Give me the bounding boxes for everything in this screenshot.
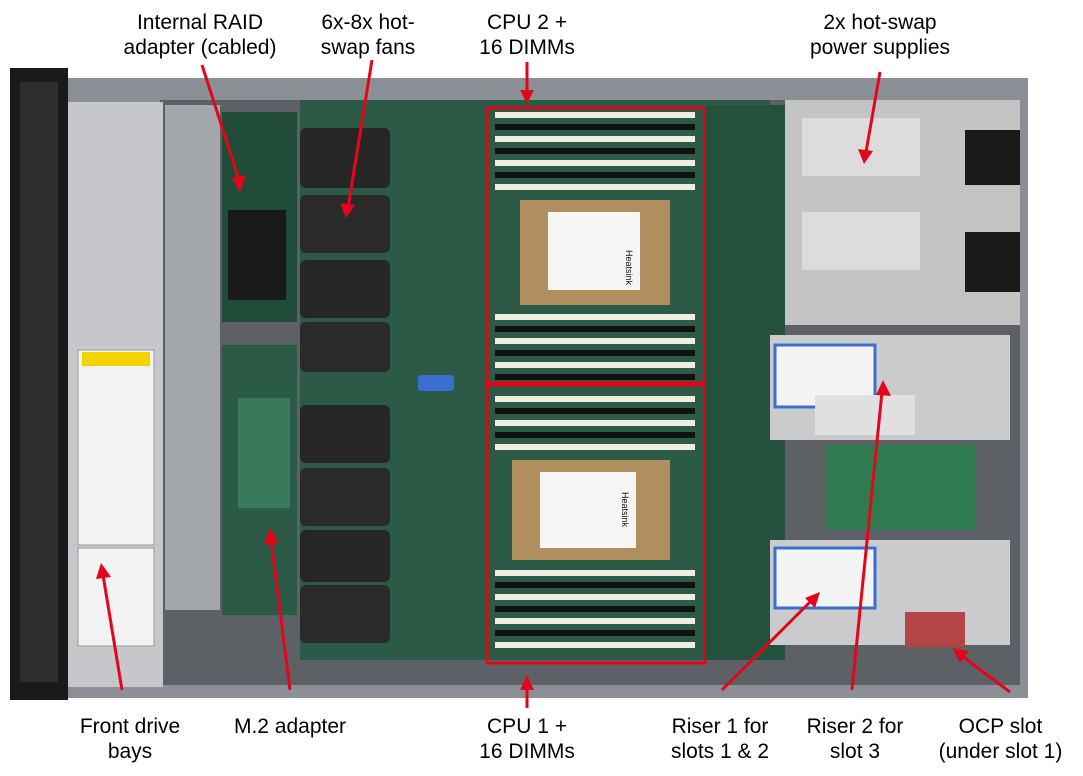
label-riser2: Riser 2 for slot 3 [785, 714, 925, 764]
label-riser1: Riser 1 for slots 1 & 2 [650, 714, 790, 764]
fan [300, 405, 390, 463]
riser-1-blue-tab [773, 546, 877, 610]
arrow-ocp [961, 654, 1011, 694]
cpu2-dimms-top [495, 112, 695, 190]
label-line: adapter (cabled) [123, 36, 277, 59]
arrowhead-drives [96, 563, 111, 579]
fan [300, 260, 390, 318]
cpu1-dimms-top [495, 396, 695, 450]
label-psu: 2x hot-swap power supplies [790, 10, 970, 60]
riser-2-heatsink [815, 395, 915, 435]
label-fans: 6x-8x hot- swap fans [298, 10, 438, 60]
psu-2 [802, 212, 920, 270]
label-line: M.2 adapter [233, 715, 347, 738]
label-line: swap fans [320, 36, 416, 59]
arrowhead-cpu2 [520, 90, 534, 104]
arrow-psu [864, 71, 882, 153]
psu-handle-1 [965, 130, 1020, 185]
cpu1-heatsink-text: Heatsink [620, 492, 630, 528]
drive-label-panel [77, 349, 155, 546]
front-bezel-vents [20, 82, 58, 682]
arrow-drives [101, 574, 124, 691]
cpu2-heatsink-label [548, 212, 640, 290]
label-line: 6x-8x hot- [321, 11, 415, 34]
label-cpu2: CPU 2 + 16 DIMMs [457, 10, 597, 60]
arrowhead-m2 [264, 528, 279, 544]
fan [300, 585, 390, 643]
ocp-card [905, 612, 965, 647]
label-ocp: OCP slot (under slot 1) [923, 714, 1078, 764]
fan [300, 195, 390, 253]
label-line: 16 DIMMs [479, 740, 575, 763]
arrow-riser2 [850, 391, 884, 691]
label-line: slot 3 [829, 740, 881, 763]
annotation-arrows [96, 59, 1011, 708]
label-line: OCP slot [958, 715, 1043, 738]
label-front-drive-bays: Front drive bays [60, 714, 200, 764]
arrow-m2 [269, 539, 292, 691]
arrowhead-cpu1 [520, 675, 534, 690]
label-line: (under slot 1) [938, 740, 1063, 763]
fan [300, 128, 390, 188]
label-line: Riser 1 for [671, 715, 769, 738]
label-line: 16 DIMMs [479, 36, 575, 59]
label-line: Riser 2 for [806, 715, 904, 738]
drive-label-panel-bottom [77, 547, 155, 647]
label-internal-raid: Internal RAID adapter (cabled) [80, 10, 320, 60]
fan [300, 530, 390, 582]
arrowhead-raid [232, 175, 246, 193]
psu-handle-2 [965, 232, 1020, 292]
blue-latch [418, 375, 454, 391]
cpu1-heatsink-label [540, 472, 636, 548]
label-line: power supplies [809, 36, 951, 59]
drive-warning-label [82, 352, 150, 366]
riser-1-card [825, 445, 975, 530]
fan [300, 468, 390, 526]
arrowhead-riser2 [876, 380, 891, 396]
arrowhead-riser1 [805, 592, 820, 608]
label-line: slots 1 & 2 [670, 740, 770, 763]
cpu2-dimms-bottom [495, 314, 695, 380]
fan-stack [300, 128, 390, 643]
raid-heatsink [228, 210, 286, 300]
label-line: CPU 2 + [487, 11, 567, 34]
label-line: Internal RAID [136, 11, 264, 34]
label-line: 2x hot-swap [823, 11, 937, 34]
label-line: Front drive [79, 715, 181, 738]
arrowhead-psu [858, 149, 873, 164]
arrowhead-ocp [952, 648, 969, 663]
label-line: CPU 1 + [487, 715, 567, 738]
m2-card [238, 398, 290, 508]
arrow-raid [200, 64, 242, 184]
label-cpu1: CPU 1 + 16 DIMMs [457, 714, 597, 764]
psu-1 [802, 118, 920, 176]
arrowhead-fans [340, 203, 355, 218]
label-line: bays [107, 740, 153, 763]
arrow-riser1 [720, 598, 814, 692]
cpu2-heatsink-text: Heatsink [624, 250, 634, 286]
fan [300, 322, 390, 372]
label-m2: M.2 adapter [210, 714, 370, 739]
cpu1-dimms-bottom [495, 570, 695, 648]
drive-backplane [165, 105, 220, 610]
arrow-fans [346, 59, 374, 209]
